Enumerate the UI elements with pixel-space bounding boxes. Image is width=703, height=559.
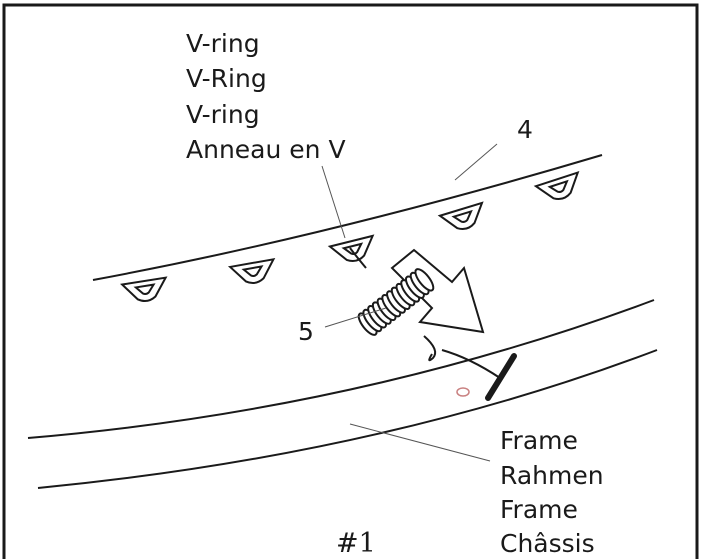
callout-4: 4 — [517, 115, 533, 144]
spring-puller-shaft — [441, 349, 501, 379]
v-ring — [533, 170, 580, 201]
frame-label-de: Rahmen — [500, 461, 604, 490]
frame-bottom-edge — [37, 349, 658, 489]
v-ring-label-en: V-ring — [186, 29, 260, 58]
leader-frame — [349, 423, 491, 462]
v-ring-label-de: V-Ring — [186, 64, 267, 93]
leader-v-ring — [321, 165, 346, 239]
figure-border — [2, 3, 699, 559]
v-ring-label-en-2: V-ring — [186, 100, 260, 129]
frame-top-edge — [27, 299, 655, 439]
spring-puller-handle — [485, 353, 517, 401]
v-ring — [437, 201, 484, 231]
v-ring-label-fr: Anneau en V — [186, 135, 346, 164]
frame-label-en-2: Frame — [500, 495, 578, 524]
v-ring — [120, 276, 168, 303]
frame-label-en: Frame — [500, 426, 578, 455]
v-ring — [327, 234, 375, 262]
figure-number: #1 — [336, 528, 376, 559]
frame-label-fr: Châssis — [500, 529, 595, 558]
mat-edge — [92, 154, 603, 281]
v-ring-row — [120, 170, 580, 303]
spring-bottom-hook — [423, 335, 437, 362]
frame-hole — [456, 387, 470, 397]
leader-5 — [324, 307, 387, 328]
spring — [357, 268, 435, 336]
leader-4 — [454, 143, 498, 181]
callout-5: 5 — [298, 317, 314, 346]
v-ring — [227, 257, 276, 285]
spring-top-hook — [349, 247, 367, 269]
